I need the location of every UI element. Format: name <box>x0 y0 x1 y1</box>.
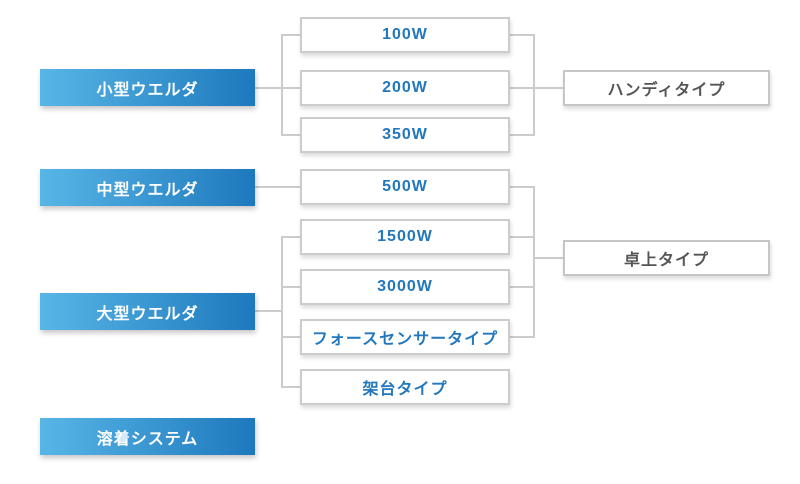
connector-line <box>281 34 283 136</box>
connector-line <box>282 134 300 136</box>
model-box-100w[interactable]: 100W <box>300 17 510 53</box>
connector-line <box>510 134 535 136</box>
category-box-small-welder[interactable]: 小型ウエルダ <box>40 69 255 106</box>
model-box-500w[interactable]: 500W <box>300 169 510 205</box>
category-box-medium-welder[interactable]: 中型ウエルダ <box>40 169 255 206</box>
category-box-large-welder[interactable]: 大型ウエルダ <box>40 293 255 330</box>
model-box-1500w[interactable]: 1500W <box>300 219 510 255</box>
connector-line <box>282 286 300 288</box>
connector-line <box>510 236 535 238</box>
connector-line <box>533 34 535 136</box>
connector-line <box>510 336 535 338</box>
connector-line <box>282 236 300 238</box>
connector-line <box>510 34 535 36</box>
type-box-handy: ハンディタイプ <box>563 70 770 106</box>
connector-line <box>533 186 535 338</box>
connector-line <box>255 87 300 89</box>
type-box-tabletop: 卓上タイプ <box>563 240 770 276</box>
connector-line <box>535 257 563 259</box>
model-box-3000w[interactable]: 3000W <box>300 269 510 305</box>
connector-line <box>510 87 535 89</box>
connector-line <box>282 34 300 36</box>
connector-line <box>535 87 563 89</box>
model-box-350w[interactable]: 350W <box>300 117 510 153</box>
connector-line <box>510 286 535 288</box>
model-box-force-sensor[interactable]: フォースセンサータイプ <box>300 319 510 355</box>
connector-line <box>255 310 282 312</box>
model-box-frame-type[interactable]: 架台タイプ <box>300 369 510 405</box>
connector-line <box>281 236 283 388</box>
connector-line <box>282 386 300 388</box>
connector-line <box>510 186 535 188</box>
model-box-200w[interactable]: 200W <box>300 70 510 106</box>
connector-line <box>282 336 300 338</box>
connector-line <box>255 186 300 188</box>
category-box-welding-system[interactable]: 溶着システム <box>40 418 255 455</box>
